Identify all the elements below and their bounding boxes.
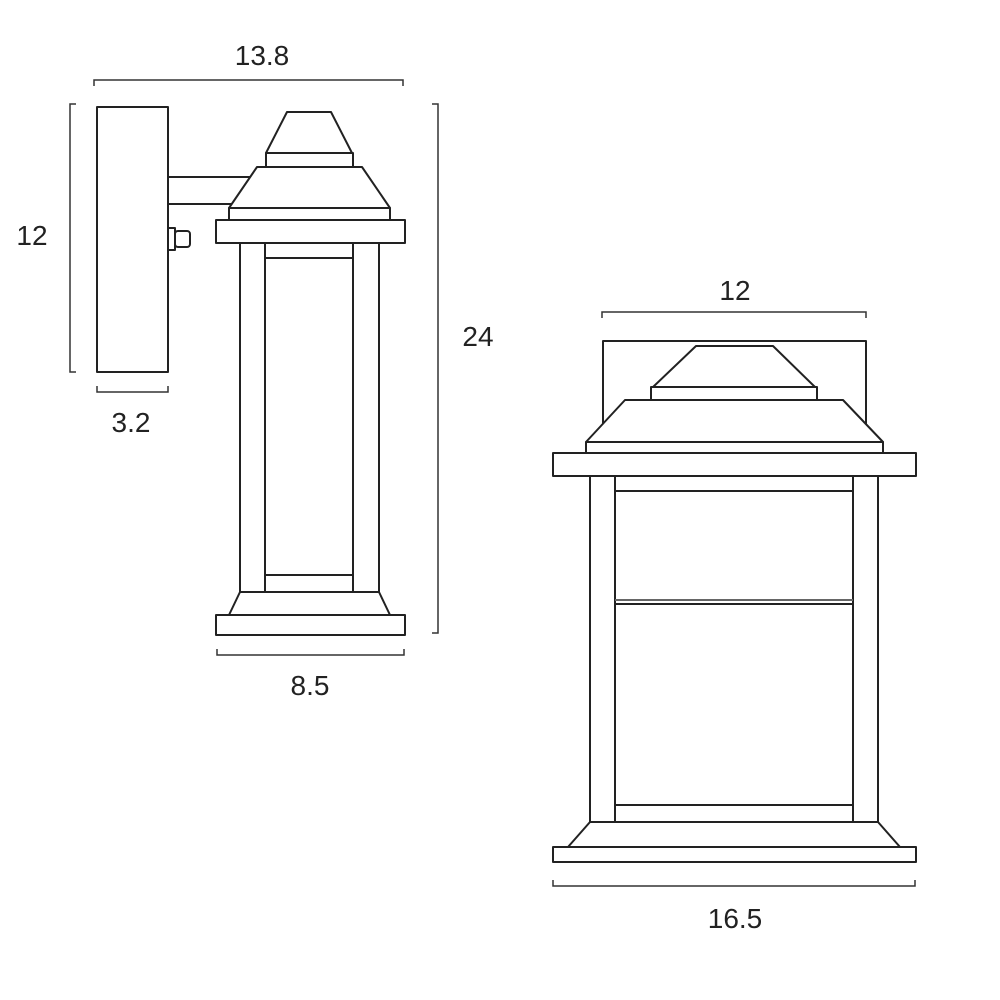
bolt <box>167 227 191 251</box>
top-cap-band <box>265 152 354 168</box>
dim-line-overall-width <box>552 880 916 887</box>
base <box>228 591 391 616</box>
top-plate <box>215 219 406 244</box>
side-view <box>96 106 406 636</box>
base-plate <box>552 846 917 863</box>
dim-line-overall-height <box>432 103 439 634</box>
wall-backplate <box>96 106 169 373</box>
top-cap <box>265 111 353 154</box>
dim-line-backplate-depth <box>96 386 169 393</box>
front-view <box>552 340 917 863</box>
base-plate <box>215 614 406 636</box>
dim-label-overall-height: 24 <box>462 321 493 352</box>
dim-line-backplate-height <box>69 103 76 373</box>
roof <box>228 166 391 209</box>
dim-label-overall-depth: 13.8 <box>235 40 290 71</box>
roof-band <box>585 441 884 454</box>
dim-label-backplate-depth: 3.2 <box>112 407 151 438</box>
dim-line-body-width <box>216 649 405 656</box>
glass-panel <box>614 475 854 823</box>
roof-band <box>228 207 391 221</box>
dim-label-body-width: 8.5 <box>291 670 330 701</box>
top-cap-band <box>650 386 818 401</box>
dim-line-backplate-width <box>601 311 867 318</box>
top-plate <box>552 452 917 477</box>
dim-label-backplate-height: 12 <box>16 220 47 251</box>
base <box>567 821 901 848</box>
roof <box>585 399 884 443</box>
dimension-lines <box>69 79 916 887</box>
dim-label-backplate-width: 12 <box>719 275 750 306</box>
dim-label-overall-width: 16.5 <box>708 903 763 934</box>
glass-panel <box>264 242 354 593</box>
dim-line-overall-depth <box>93 79 404 86</box>
